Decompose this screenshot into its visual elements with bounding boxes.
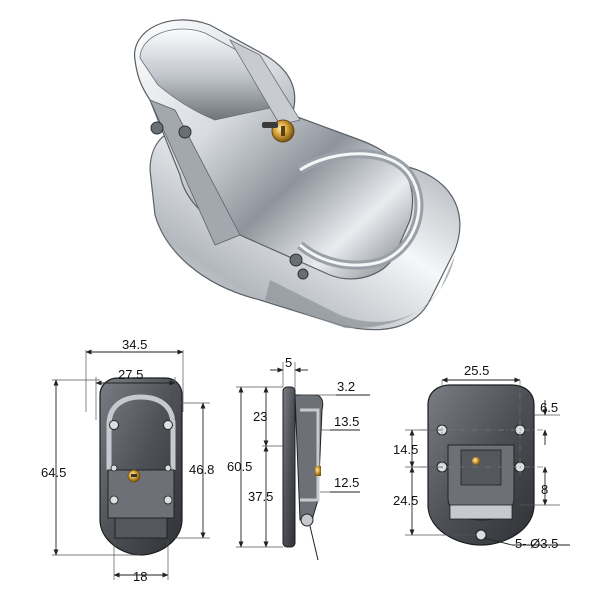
front-dim-height-total: 64.5 bbox=[41, 465, 66, 480]
side-dim-upper: 23 bbox=[253, 409, 267, 424]
front-dim-height-hasp: 46.8 bbox=[189, 462, 214, 477]
back-dim-mid: 14.5 bbox=[393, 442, 418, 457]
rivet bbox=[150, 121, 164, 135]
side-dim-right-lower: 12.5 bbox=[334, 475, 359, 490]
chrome-latch-photo bbox=[134, 19, 461, 331]
front-dim-width-total: 34.5 bbox=[122, 337, 147, 352]
back-hole-note: 5- Ø3.5 bbox=[515, 536, 558, 551]
front-view-bail bbox=[106, 394, 176, 470]
side-dim-lower: 37.5 bbox=[248, 489, 273, 504]
back-keyhole-icon bbox=[472, 457, 480, 465]
back-dim-lower: 24.5 bbox=[393, 493, 418, 508]
side-dim-thickness: 3.2 bbox=[337, 379, 355, 394]
side-dim-top: 5 bbox=[285, 355, 292, 370]
rivet bbox=[178, 125, 192, 139]
back-dim-top-hole: 6.5 bbox=[540, 400, 558, 415]
front-dim-bottom-width: 18 bbox=[133, 569, 147, 584]
front-view-drawing: 34.5 27.5 64.5 46.8 18 bbox=[41, 337, 214, 584]
rivet bbox=[289, 253, 303, 267]
back-dim-right: 8 bbox=[541, 482, 548, 497]
side-dim-total: 60.5 bbox=[227, 459, 252, 474]
latch-base-edge bbox=[265, 255, 455, 329]
side-dim-right-upper: 13.5 bbox=[334, 414, 359, 429]
latch-side-arm bbox=[149, 99, 241, 246]
front-dim-width-hasp: 27.5 bbox=[118, 367, 143, 382]
rivet bbox=[297, 268, 309, 280]
back-dim-hole-spacing: 25.5 bbox=[464, 363, 489, 378]
side-view-drawing: 5 3.2 13.5 12.5 23 60.5 37.5 bbox=[227, 355, 370, 561]
back-view-drawing: 25.5 6.5 8 14.5 24.5 5- Ø3.5 bbox=[393, 363, 570, 551]
side-view-plate bbox=[282, 386, 296, 548]
